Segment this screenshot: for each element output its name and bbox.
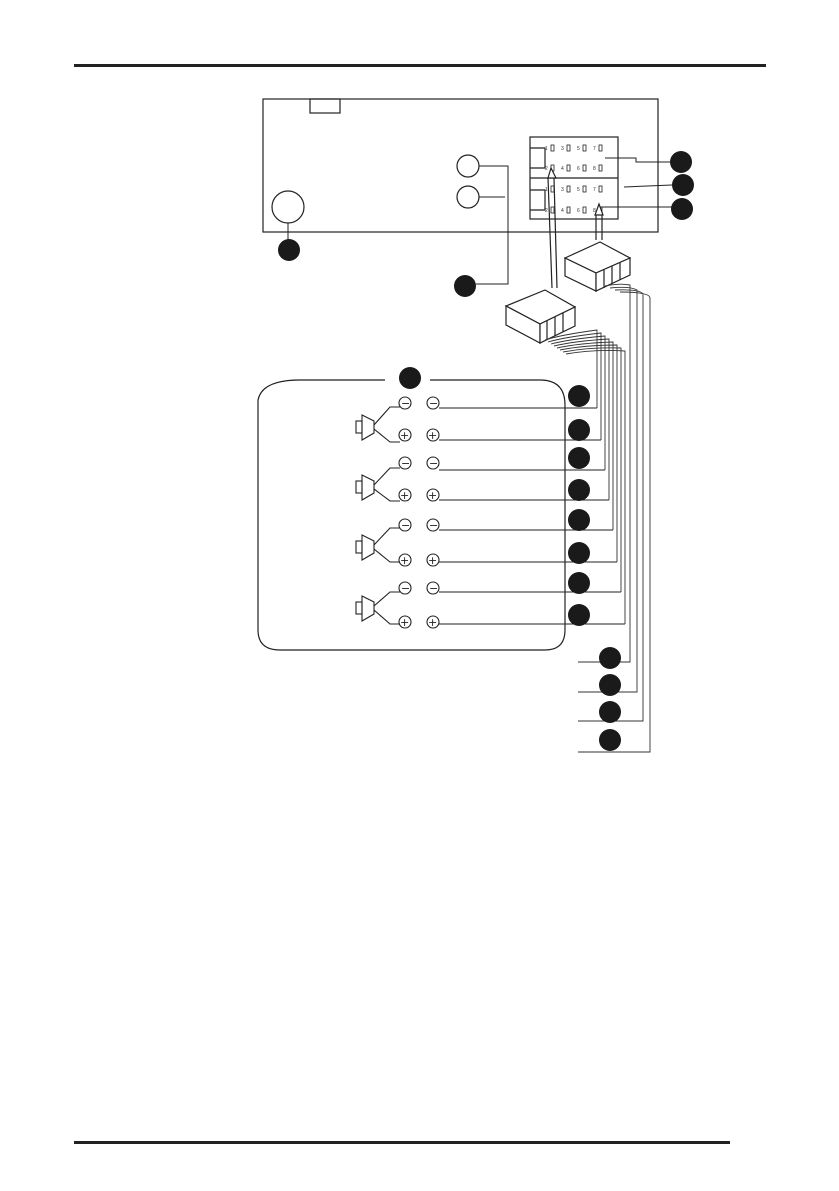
connector-a-pins: 1 3 5 7 2 4 6 8 bbox=[545, 144, 603, 172]
callout-badge bbox=[568, 509, 590, 531]
plus-symbol: + bbox=[428, 489, 437, 502]
minus-symbol: − bbox=[429, 397, 438, 410]
callout-badge bbox=[568, 385, 590, 407]
callout-badge bbox=[568, 604, 590, 626]
callout-badge bbox=[599, 647, 621, 669]
minus-symbol: − bbox=[401, 457, 410, 470]
pin-label: 8 bbox=[593, 166, 596, 172]
rca-socket-lower bbox=[456, 185, 480, 209]
speaker-3: − − + + bbox=[355, 518, 617, 567]
iso-plug-a bbox=[504, 289, 577, 344]
pin-label: 2 bbox=[545, 208, 548, 214]
rca-socket-upper bbox=[456, 154, 480, 178]
plug-arrows bbox=[547, 166, 604, 289]
callout-badge bbox=[568, 447, 590, 469]
head-unit-rear-panel bbox=[262, 98, 659, 233]
plus-symbol: + bbox=[400, 429, 409, 442]
callout-badge bbox=[671, 198, 693, 220]
pin-label: 3 bbox=[561, 187, 564, 193]
bottom-rule bbox=[74, 1141, 730, 1144]
speaker-group-outline bbox=[257, 379, 566, 651]
pin-label: 7 bbox=[593, 187, 596, 193]
minus-symbol: − bbox=[401, 519, 410, 532]
pin-label: 4 bbox=[561, 208, 564, 214]
pin-label: 5 bbox=[577, 146, 580, 152]
speaker-4: − − + + bbox=[355, 581, 625, 629]
callout-badge bbox=[672, 174, 694, 196]
callout-badge bbox=[599, 674, 621, 696]
harness-b-wires bbox=[578, 283, 651, 753]
iso-plug-b bbox=[563, 241, 632, 292]
pin-label: 4 bbox=[561, 166, 564, 172]
minus-symbol: − bbox=[429, 582, 438, 595]
plus-symbol: + bbox=[400, 489, 409, 502]
speaker-1: − − + + bbox=[355, 396, 601, 443]
callout-badge bbox=[568, 542, 590, 564]
pin-label: 1 bbox=[545, 187, 548, 193]
top-rule bbox=[74, 64, 766, 67]
minus-symbol: − bbox=[429, 457, 438, 470]
connector-b-pins: 1 3 5 7 2 4 6 8 bbox=[545, 185, 603, 214]
pin-label: 3 bbox=[561, 146, 564, 152]
pin-label: 6 bbox=[577, 208, 580, 214]
antenna-socket bbox=[271, 190, 305, 224]
plus-symbol: + bbox=[428, 616, 437, 629]
pin-label: 8 bbox=[593, 208, 596, 214]
plus-symbol: + bbox=[400, 554, 409, 567]
callout-badge bbox=[399, 367, 421, 389]
callout-badges bbox=[278, 151, 694, 751]
pin-label: 1 bbox=[545, 146, 548, 152]
callout-badge bbox=[568, 419, 590, 441]
minus-symbol: − bbox=[429, 519, 438, 532]
minus-symbol: − bbox=[401, 397, 410, 410]
panel-leaders bbox=[287, 157, 673, 285]
callout-badge bbox=[599, 701, 621, 723]
callout-badge bbox=[568, 572, 590, 594]
harness-a-wires bbox=[544, 329, 626, 624]
plus-symbol: + bbox=[428, 554, 437, 567]
pin-label: 5 bbox=[577, 187, 580, 193]
callout-badge bbox=[568, 479, 590, 501]
callout-badge bbox=[670, 151, 692, 173]
minus-symbol: − bbox=[401, 582, 410, 595]
callout-badge bbox=[278, 239, 300, 261]
pin-label: 2 bbox=[545, 166, 548, 172]
callout-badge bbox=[599, 729, 621, 751]
plus-symbol: + bbox=[400, 616, 409, 629]
callout-badge bbox=[454, 275, 476, 297]
pin-label: 7 bbox=[593, 146, 596, 152]
pin-label: 6 bbox=[577, 166, 580, 172]
plus-symbol: + bbox=[428, 429, 437, 442]
